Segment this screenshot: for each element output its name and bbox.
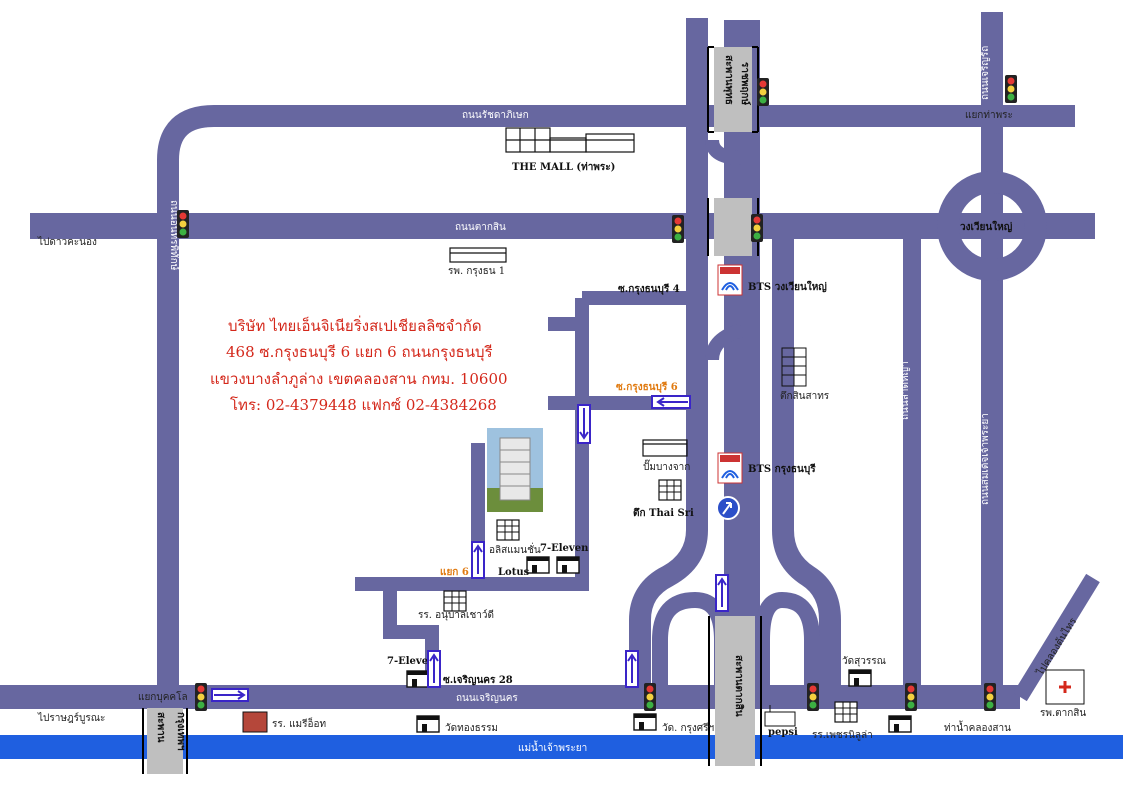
label-to-rat-burana: ไปราษฎร์บูรณะ — [37, 712, 105, 724]
label-yaek-bukkhalo: แยกบุคคโล — [138, 690, 188, 703]
traffic-light-icon — [672, 215, 684, 243]
the-mall-icon — [505, 127, 635, 153]
road-label-charoen-nakhon: ถนนเจริญนคร — [456, 693, 518, 704]
tuk-thai-sri-icon — [658, 479, 682, 501]
traffic-light-icon — [1005, 75, 1017, 103]
road-network — [0, 12, 1100, 709]
label-pepsi: pepsi — [768, 727, 798, 738]
bridge-left-label-b: กรุงเทพฯ — [175, 712, 186, 751]
pepsi-factory-icon — [764, 705, 796, 727]
label-yaek-6: แยก 6 — [440, 567, 469, 578]
pier-icon — [888, 715, 912, 733]
bridges — [142, 46, 762, 774]
traffic-light-icon — [905, 683, 917, 711]
school-icon — [443, 590, 467, 612]
traffic-light-icon — [644, 683, 656, 711]
label-seven-eleven-b: 7-Eleven — [387, 656, 436, 667]
school-icon — [834, 701, 858, 723]
hospital-icon — [1045, 669, 1085, 705]
route-arrows — [211, 395, 729, 702]
bts-station-icon — [717, 264, 743, 296]
label-school-mary: รร. แมรีอ็อท — [272, 716, 326, 730]
company-address-2: แขวงบางลำภูล่าง เขตคลองสาน กทม. 10600 — [210, 370, 508, 388]
store-icon — [526, 556, 550, 574]
label-yaek-tha-phra: แยกท่าพระ — [965, 110, 1013, 121]
traffic-light-icon — [807, 683, 819, 711]
temple-icon — [848, 669, 872, 687]
company-name: บริษัท ไทยเอ็นจิเนียริ่งสเปเชียลลิซจำกัด — [228, 315, 482, 335]
road-label-taksin: ถนนตากสิน — [455, 222, 506, 233]
gas-station-icon — [642, 439, 688, 457]
label-pump: ปั๊มบางจาก — [643, 459, 690, 473]
label-bts-krungthon: BTS กรุงธนบุรี — [748, 463, 816, 475]
traffic-light-icon — [984, 683, 996, 711]
road-label-ratchadaphisek: ถนนรัชดาภิเษก — [462, 110, 529, 121]
label-tuk-sinsathon: ตึกสินสาทร — [780, 390, 830, 402]
label-seven-eleven-a: 7-Eleven — [540, 543, 589, 554]
bts-station-icon — [717, 452, 743, 484]
company-building-photo — [487, 428, 543, 512]
label-wongwian-yai: วงเวียนใหญ่ — [960, 220, 1013, 233]
label-the-mall: THE MALL (ท่าพระ) — [512, 161, 615, 173]
tuk-sinsathon-icon — [781, 347, 807, 387]
store-icon — [556, 556, 580, 574]
road-label-somdet: ถนนสมเด็จเจ้าพระยา — [977, 413, 991, 505]
bridge-top-sub-label: ราชพฤกษ์ — [739, 62, 751, 105]
label-soi-krungthon-4: ซ.กรุงธนบุรี 4 — [618, 283, 680, 295]
river-label: แม่น้ำเจ้าพระยา — [518, 740, 587, 754]
road-label-charoen-rat: ถนนเจริญรัถ — [980, 46, 991, 100]
hospital-icon — [449, 247, 507, 263]
temple-icon — [633, 713, 657, 731]
label-school-phet: รร.เพชรนิลูล่า — [812, 730, 873, 741]
bridge-top-label: สะพานพุทธ — [723, 55, 734, 105]
label-hospital-1: รพ. กรุงธน 1 — [448, 266, 505, 277]
label-school-anuban: รร. อนุบาลเชาว์ดี — [418, 609, 494, 621]
label-tuk-thai-sri: ตึก Thai Sri — [633, 507, 694, 519]
label-building-mark: อลิสแมนชั่น — [489, 542, 541, 556]
label-wat-suwan: วัดสุวรรณ — [842, 656, 886, 667]
label-soi-krungthon-6: ซ.กรุงธนบุรี 6 — [616, 381, 678, 393]
label-wat-thong: วัดทองธรรม — [445, 723, 498, 734]
traffic-light-icon — [195, 683, 207, 711]
company-address-1: 468 ซ.กรุงธนบุรี 6 แยก 6 ถนนกรุงธนบุรี — [226, 343, 493, 362]
label-bts-wongwian: BTS วงเวียนใหญ่ — [748, 280, 827, 293]
school-icon — [242, 711, 268, 733]
label-soi-charoen-28: ซ.เจริญนคร 28 — [443, 674, 513, 686]
traffic-light-icon — [757, 78, 769, 106]
company-contact: โทร: 02-4379448 แฟกซ์ 02-4384268 — [230, 396, 497, 414]
bridge-bottom-label: สะพานตากสิน — [733, 655, 745, 717]
label-to-dao-khanong: ไปดาวคะนอง — [37, 236, 97, 248]
label-lotus: Lotus — [498, 567, 530, 578]
roundabout — [937, 171, 1047, 281]
bridge-left-label-a: สะพาน — [155, 712, 166, 743]
traffic-light-icon — [177, 210, 189, 238]
alis-mansion-icon — [496, 519, 520, 541]
direction-arrow-icon — [716, 496, 740, 520]
temple-icon — [416, 715, 440, 733]
store-icon — [406, 670, 430, 688]
label-tha-nam: ท่าน้ำคลองสาน — [944, 720, 1011, 734]
traffic-light-icon — [751, 214, 763, 242]
road-label-lat-ya: ถนนลาดหญ้า — [899, 361, 911, 420]
label-wat-krung: วัด. กรุงศรีฯ — [662, 722, 714, 734]
label-hospital-taksin: รพ.ตากสิน — [1040, 708, 1086, 719]
